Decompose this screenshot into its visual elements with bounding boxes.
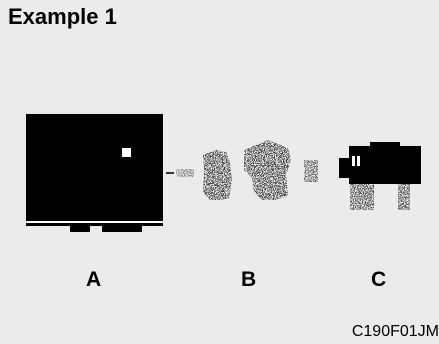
figure-code: C190F01JM: [351, 323, 439, 340]
connector-b-c: [304, 160, 318, 182]
object-a: [26, 114, 163, 232]
example-title: Example 1: [8, 4, 117, 29]
label-c: C: [371, 268, 387, 291]
object-b: [203, 140, 291, 200]
connector-a-b: [166, 172, 174, 174]
label-a: A: [86, 268, 102, 291]
connector-small: [176, 169, 194, 177]
label-b: B: [241, 268, 257, 291]
object-c: [339, 142, 421, 210]
